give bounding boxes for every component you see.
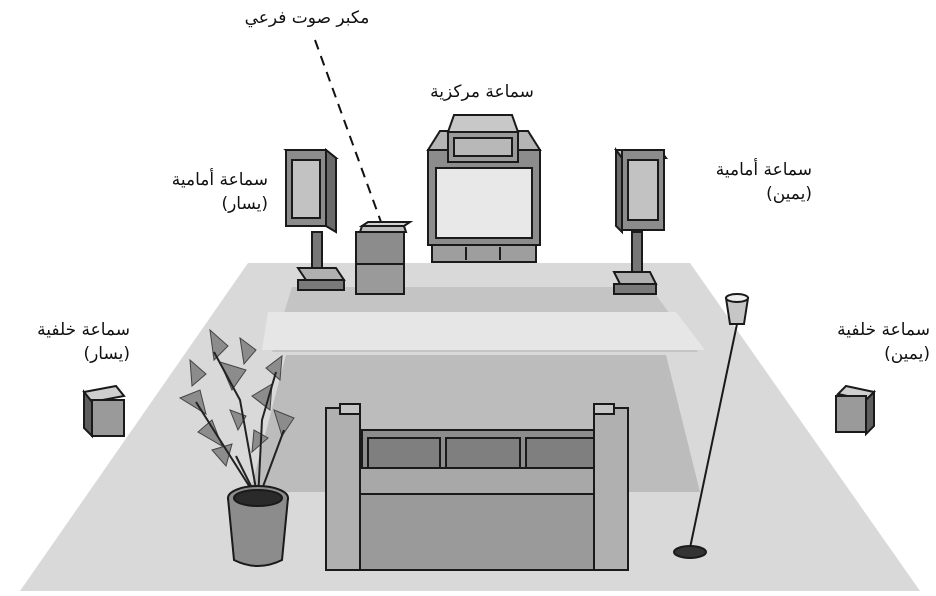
front-left-label-line1: سماعة أمامية <box>128 168 268 192</box>
subwoofer <box>356 222 410 294</box>
rear-left-label-line2: (يسار) <box>6 342 130 366</box>
rear-right-label-line1: سماعة خلفية <box>804 318 930 342</box>
subwoofer-label: مكبر صوت فرعي <box>232 6 382 30</box>
front-right-label-line1: سماعة أمامية <box>668 158 812 182</box>
rear-right-label-line2: (يمين) <box>804 342 930 366</box>
rear-left-speaker <box>84 386 124 436</box>
rear-right-speaker <box>836 386 874 434</box>
center-speaker-label: سماعة مركزية <box>412 80 552 104</box>
front-left-speaker-label: سماعة أمامية (يسار) <box>128 168 268 216</box>
rear-left-speaker-label: سماعة خلفية (يسار) <box>6 318 130 366</box>
center-speaker <box>448 115 518 162</box>
front-right-speaker-label: سماعة أمامية (يمين) <box>668 158 812 206</box>
front-right-label-line2: (يمين) <box>668 182 812 206</box>
rear-left-label-line1: سماعة خلفية <box>6 318 130 342</box>
rear-right-speaker-label: سماعة خلفية (يمين) <box>804 318 930 366</box>
front-left-label-line2: (يسار) <box>128 192 268 216</box>
